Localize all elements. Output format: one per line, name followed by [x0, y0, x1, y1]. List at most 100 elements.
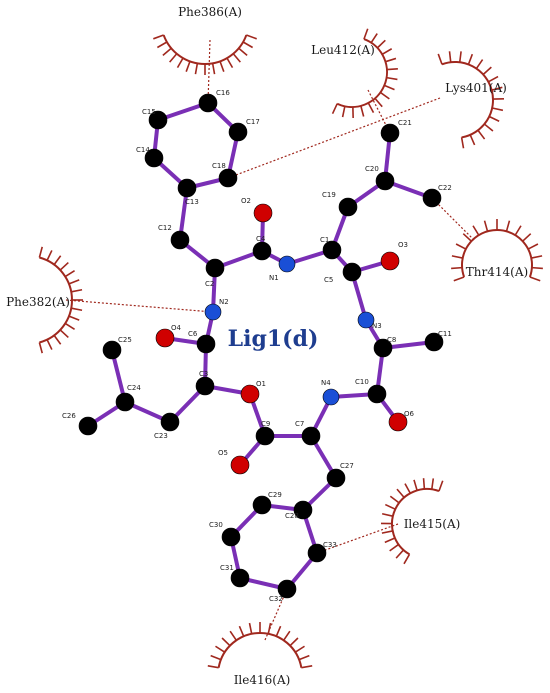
atom-label-C3: C3: [199, 370, 208, 378]
atom-O2: [253, 203, 273, 223]
arc-spoke: [215, 645, 226, 653]
arc-spoke: [360, 105, 365, 117]
arc-spoke: [229, 630, 238, 641]
atom-C33: [307, 543, 327, 563]
arc-spoke: [477, 129, 486, 140]
residue-thr414: Thr414(A): [451, 219, 543, 282]
arc-spoke: [384, 537, 396, 544]
atom-label-O3: O3: [398, 241, 408, 249]
arc-spoke: [381, 530, 393, 534]
arc-spoke: [64, 322, 75, 330]
atom-O5: [230, 455, 250, 475]
atom-C15: [148, 110, 168, 130]
arc-spoke: [505, 220, 511, 232]
atom-label-C24: C24: [127, 384, 141, 392]
arc-spoke: [275, 625, 282, 637]
arc-spoke: [153, 34, 164, 40]
arc-spoke: [389, 543, 400, 552]
hydrophobic-arc: [441, 61, 494, 139]
atom-C13: [177, 178, 197, 198]
atom-C31: [230, 568, 250, 588]
atom-label-C27: C27: [340, 462, 354, 470]
residue-label-phe386: Phe386(A): [178, 5, 242, 19]
arc-spoke: [341, 106, 346, 118]
atom-C7: [301, 426, 321, 446]
arc-spoke: [379, 91, 390, 100]
residue-ile415: Ile415(A): [380, 478, 461, 565]
hydrophobic-arcs-layer: Phe386(A) Leu412(A) Lys401(A) Thr414(A) Phe3…: [6, 5, 543, 687]
arc-spoke: [438, 480, 444, 492]
arc-spoke: [294, 645, 305, 653]
atom-O4: [155, 328, 175, 348]
atom-label-C10: C10: [355, 378, 369, 386]
arc-spoke: [176, 57, 184, 69]
arc-spoke: [71, 307, 83, 312]
atom-label-C1: C1: [320, 236, 329, 244]
arc-spoke: [363, 28, 369, 40]
atom-label-C19: C19: [322, 191, 336, 199]
atom-C29: [252, 495, 272, 515]
arc-spoke: [531, 266, 543, 270]
residue-phe386: Phe386(A): [153, 5, 257, 75]
atom-C9: [255, 426, 275, 446]
contact-line-phe382: [65, 299, 214, 313]
residue-label-lys401: Lys401(A): [445, 81, 507, 95]
atom-label-O1: O1: [256, 380, 266, 388]
atom-C8: [373, 338, 393, 358]
arc-spoke: [458, 51, 462, 63]
atom-label-C22: C22: [438, 184, 452, 192]
residue-label-phe382: Phe382(A): [6, 295, 70, 309]
arc-spoke: [475, 59, 484, 70]
arc-spoke: [527, 243, 539, 250]
residue-lys401: Lys401(A): [437, 51, 507, 149]
atom-C17: [228, 122, 248, 142]
arc-spoke: [211, 63, 216, 75]
residue-phe382: Phe382(A): [6, 246, 83, 354]
arc-spoke: [487, 75, 499, 83]
arc-spoke: [156, 41, 168, 49]
arc-spoke: [301, 665, 313, 669]
arc-spoke: [381, 512, 394, 517]
atom-label-C18: C18: [212, 162, 226, 170]
arc-spoke: [483, 220, 489, 232]
atom-label-C8: C8: [387, 336, 396, 344]
arc-spoke: [460, 137, 465, 149]
residue-label-ile415: Ile415(A): [404, 517, 461, 531]
atom-C1: [322, 240, 342, 260]
arc-spoke: [162, 47, 172, 56]
contact-line-phe386: [207, 39, 211, 104]
arc-spoke: [238, 625, 245, 637]
atom-label-C28: C28: [285, 512, 299, 520]
arc-spoke: [430, 478, 435, 490]
atom-C30: [221, 527, 241, 547]
atom-C2: [205, 258, 225, 278]
arc-spoke: [491, 107, 504, 112]
residue-label-leu412: Leu412(A): [311, 43, 375, 57]
arc-spoke: [374, 97, 383, 108]
arc-spoke: [455, 243, 467, 250]
arc-spoke: [221, 637, 231, 647]
arc-spoke: [169, 53, 178, 63]
atom-C18: [218, 168, 238, 188]
arc-spoke: [522, 233, 532, 242]
residue-leu412: Leu412(A): [311, 28, 398, 119]
arc-spoke: [68, 315, 80, 321]
atom-label-C32: C32: [269, 595, 283, 603]
ligand-name: Lig1(d): [228, 326, 319, 352]
atom-label-N2: N2: [219, 298, 229, 306]
arc-spoke: [59, 262, 69, 271]
arc-spoke: [226, 57, 234, 69]
arc-spoke: [403, 553, 411, 565]
arc-spoke: [491, 86, 503, 91]
hydrophobic-arc: [39, 256, 73, 344]
hydrophobic-arc: [336, 38, 388, 108]
arc-spoke: [462, 233, 472, 242]
arc-spoke: [376, 39, 386, 49]
atom-C4: [252, 241, 272, 261]
atom-O3: [380, 251, 400, 271]
labels-layer: C16C15C17C14C18C13C12C2C4O2N1C1C19C20C21…: [62, 89, 452, 603]
atom-C5: [342, 262, 362, 282]
arc-spoke: [210, 654, 222, 661]
atom-label-C2: C2: [205, 280, 214, 288]
atom-label-C30: C30: [209, 521, 223, 529]
